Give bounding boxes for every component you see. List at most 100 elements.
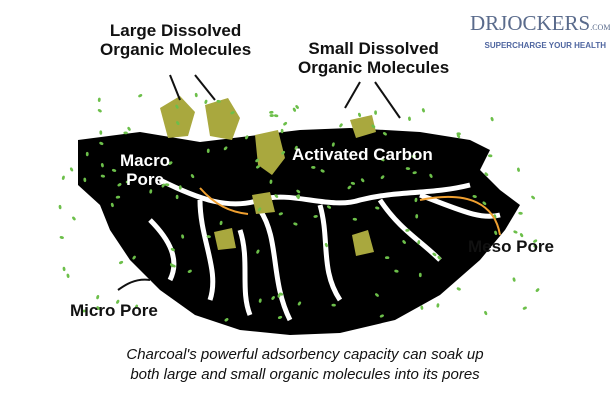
small-molecule-dot [170,263,174,268]
small-molecule-dot [127,126,131,131]
small-molecule-dot [271,296,275,300]
small-molecule-dot [294,145,298,150]
small-molecule-dot [380,157,385,162]
small-molecule-dot [456,287,461,291]
small-molecule-dot [61,175,65,180]
small-molecule-dot [535,288,540,292]
small-molecule-dot [320,169,325,173]
small-molecule-dot [417,240,421,245]
small-molecule-dot [72,216,76,221]
small-molecule-dot [347,185,352,190]
logo-tagline: SUPERCHARGE YOUR HEALTH [484,41,607,50]
small-molecule-dot [379,314,384,318]
pointer-lines-black [117,74,401,291]
small-molecule-dot [58,204,62,210]
small-molecule-dot [85,151,89,157]
small-molecule-dot [204,99,208,104]
small-molecule-dot [149,189,153,194]
small-molecule-dot [117,183,122,187]
small-molecule-dot [412,171,417,175]
small-molecule-dot [96,294,100,300]
label-micro-pore: Micro Pore [70,301,158,320]
small-molecule-dot [533,239,538,243]
small-molecule-dot [352,217,358,221]
small-molecule-dot [411,154,417,158]
small-molecule-dot [194,92,198,98]
small-molecule-dot [178,185,182,190]
small-molecule-dot [134,304,138,309]
small-molecule-dot [62,266,66,272]
small-molecule-dot [313,215,318,218]
small-molecule-dot [269,114,274,117]
small-molecule-dot [402,240,406,244]
small-molecule-dot [533,244,538,249]
small-molecule-dot [97,97,101,103]
small-molecule-dot [375,293,379,297]
label-meso-pore: Meso Pore [468,237,554,256]
small-molecule-dot [206,235,211,239]
small-molecule-dot [517,167,520,172]
small-molecule-dot [258,298,262,303]
small-molecule-dot [421,108,425,113]
small-molecule-dot [360,178,365,183]
small-molecule-dot [99,130,103,135]
small-molecule-dot [132,255,136,260]
small-molecule-dot [223,146,228,151]
small-molecule-dot [170,247,175,252]
small-molecule-dot [519,233,524,238]
small-molecule-dot [374,110,377,115]
small-molecule-dot [255,158,260,163]
small-molecule-dot [281,151,286,155]
small-molecule-dot [331,142,335,147]
small-molecule-dot [176,121,180,126]
small-molecule-dot [415,214,419,219]
small-molecule-dot [484,310,488,316]
small-molecule-dot [482,201,487,206]
logo-suffix: .COM [590,23,610,32]
label-large-molecules: Large Dissolved Organic Molecules [100,21,252,59]
small-molecule-dot [123,131,128,135]
small-molecule-dot [116,299,120,304]
small-molecule-dot [437,255,442,260]
small-molecule-dot [257,207,262,212]
small-molecule-dot [432,252,437,257]
small-molecule-dot [420,305,424,310]
small-molecule-dot [100,163,104,168]
small-molecule-dot [522,306,527,310]
small-molecule-dot [418,272,422,278]
small-molecule-dot [405,167,411,170]
small-molecule-dot [293,222,298,226]
small-molecule-dot [394,269,399,273]
small-molecule-dot [484,172,489,177]
small-molecule-dot [326,205,332,209]
small-molecule-dot [278,212,283,216]
small-molecule-dot [190,174,195,179]
small-molecule-dot [283,122,288,126]
small-molecule-dot [414,197,418,203]
small-molecule-dot [66,273,70,278]
small-molecule-dot [216,99,221,103]
small-molecule-dot [384,256,390,260]
small-molecule-dot [110,202,114,208]
small-molecule-dot [277,315,283,319]
small-molecule-dot [280,128,284,134]
small-molecule-dot [168,161,173,165]
label-activated-carbon: Activated Carbon [292,145,433,164]
small-molecule-dot [164,183,170,187]
small-molecule-dot [245,135,249,140]
small-molecule-dot [292,107,296,112]
small-molecule-dot [358,112,362,117]
logo-text: DRJOCKERS [470,11,591,35]
small-molecule-dot [371,124,376,129]
small-molecule-dot [375,206,380,210]
small-molecule-dot [274,194,279,198]
small-molecule-dot [408,116,411,121]
small-molecule-dot [83,177,87,183]
small-molecule-dot [311,166,316,169]
small-molecule-dot [518,211,523,215]
label-macro-pore: Macro Pore [120,151,171,189]
small-molecule-dot [125,180,131,184]
small-molecule-dot [96,306,101,310]
large-molecules [160,96,376,256]
